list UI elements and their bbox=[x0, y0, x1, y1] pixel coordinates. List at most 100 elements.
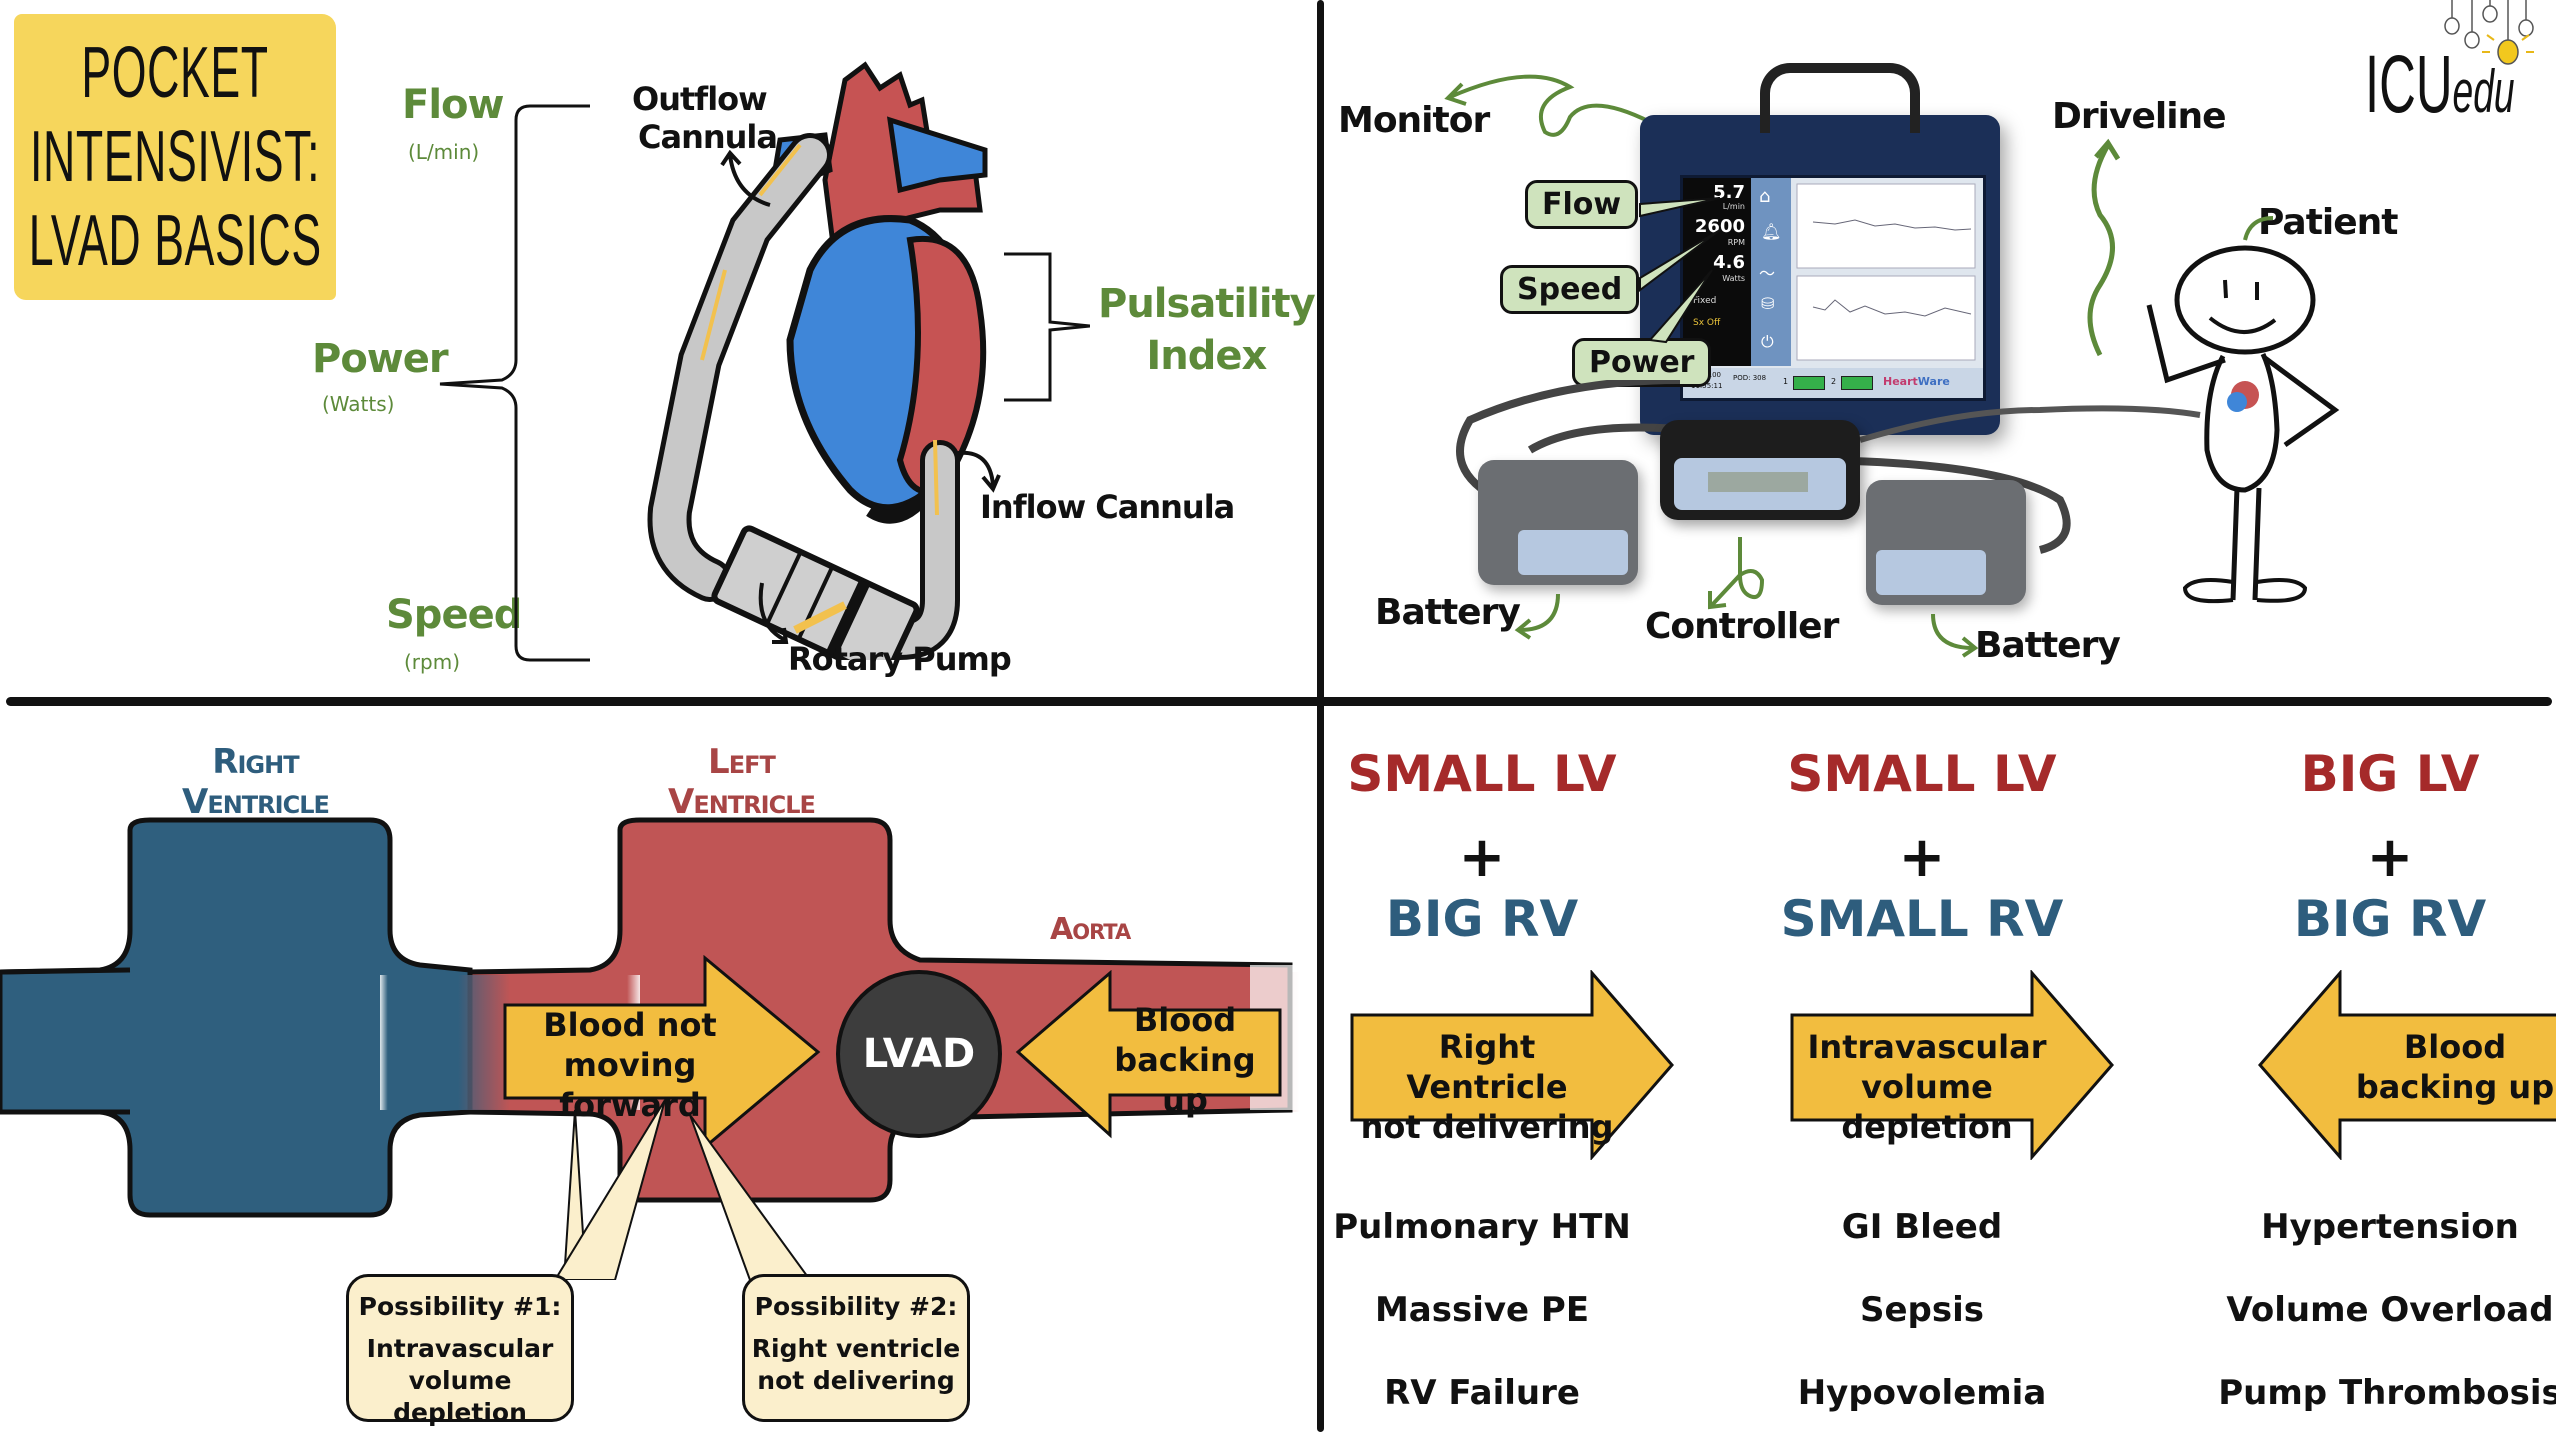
scenario-arrow bbox=[1350, 970, 1674, 1160]
power-trend-chart bbox=[1796, 183, 1976, 269]
scenario-cause-1: Hypertension bbox=[2261, 1207, 2519, 1247]
battery-left-label: Battery bbox=[1375, 592, 1521, 633]
scenario-cause-1: Pulmonary HTN bbox=[1333, 1207, 1631, 1247]
param-power-unit: (Watts) bbox=[322, 392, 395, 416]
pulsatility-index-label: Pulsatility Index bbox=[1098, 278, 1316, 382]
heart-lvad-illustration bbox=[647, 61, 988, 660]
pulmonary-artery bbox=[886, 116, 988, 194]
rotary-pump bbox=[711, 525, 920, 660]
power-button-icon[interactable]: ⏻ bbox=[1761, 332, 1774, 351]
inflow-cannula-label: Inflow Cannula bbox=[980, 488, 1235, 526]
title-line-1: POCKET bbox=[81, 33, 269, 113]
possibility-2-bubble: Possibility #2: Right ventricle not deli… bbox=[742, 1274, 970, 1422]
forward-arrow-line2: moving forward bbox=[559, 1046, 701, 1124]
scenario-plus-sign: + bbox=[1898, 825, 1946, 890]
controller-display bbox=[1674, 458, 1846, 510]
scenario-arrow-text: Intravascular volume depletion bbox=[1797, 1027, 2057, 1147]
icuedu-logo: ICUedu bbox=[2365, 40, 2515, 137]
monitor-label: Monitor bbox=[1338, 100, 1490, 141]
screen-trend-charts bbox=[1796, 183, 1976, 361]
forward-arrow-line1: Blood not bbox=[543, 1006, 717, 1044]
title-banner: POCKET INTENSIVIST: LVAD BASICS bbox=[14, 14, 336, 300]
scenario-plus-sign: + bbox=[2366, 825, 2414, 890]
inflow-cannula bbox=[885, 445, 955, 655]
controller-pointer bbox=[1708, 537, 1765, 610]
trend-graph-icon[interactable]: 〜 bbox=[1759, 264, 1776, 283]
battery-right-label: Battery bbox=[1975, 625, 2121, 666]
alarm-bell-icon[interactable]: 🔔︎ bbox=[1761, 222, 1782, 241]
pulsatility-brace bbox=[1004, 252, 1090, 402]
backward-arrow-line1: Blood bbox=[1133, 1001, 1237, 1039]
outflow-cannula bbox=[652, 138, 827, 597]
scenario-cause-2: Volume Overload bbox=[2226, 1290, 2554, 1330]
speed-readout: 2600 bbox=[1694, 216, 1745, 237]
pump-icon[interactable]: ⛁ bbox=[1761, 294, 1775, 313]
possibility-2-line2: not delivering bbox=[757, 1366, 955, 1395]
left-ventricle-label: Left Ventricle bbox=[668, 742, 816, 822]
possibility-1-line1: Intravascular bbox=[366, 1334, 554, 1363]
scenario-arrow-text: Right Ventricle not delivering bbox=[1357, 1027, 1617, 1147]
speed-callout: Speed bbox=[1500, 265, 1640, 314]
title-line-3: LVAD BASICS bbox=[28, 201, 322, 281]
screen-nav-bar: ⌂ 🔔︎ 〜 ⛁ ⏻ bbox=[1751, 178, 1791, 366]
driveline-label: Driveline bbox=[2052, 96, 2227, 137]
patient-body bbox=[2204, 352, 2280, 493]
scenario-plus-sign: + bbox=[1458, 825, 1506, 890]
scenario-arrow-line2: backing up bbox=[2355, 1068, 2555, 1106]
device-time: 11:55:11 bbox=[1691, 382, 1723, 390]
scenario-arrow bbox=[2258, 970, 2556, 1160]
battery-1-level-icon bbox=[1793, 376, 1825, 390]
outflow-pointer-arrow bbox=[720, 150, 771, 207]
battery-right-device bbox=[1866, 480, 2026, 605]
patient-stick-figure bbox=[2146, 216, 2340, 604]
aorta-label: Aorta bbox=[1050, 912, 1131, 947]
mode-readout: Fixed bbox=[1693, 296, 1717, 306]
scenario-cause-3: Pump Thrombosis bbox=[2218, 1373, 2556, 1413]
backward-arrow-line2: backing up bbox=[1114, 1041, 1256, 1119]
battery-1-number: 1 bbox=[1783, 377, 1789, 386]
flow-readout: 5.7 bbox=[1713, 182, 1745, 203]
battery-right-pointer bbox=[1931, 613, 1979, 658]
flow-trend-chart bbox=[1796, 275, 1976, 361]
rv-label-line2: Ventricle bbox=[182, 782, 330, 822]
heartware-logo: HeartWare bbox=[1883, 375, 1950, 388]
flow-callout: Flow bbox=[1525, 180, 1639, 229]
possibility-1-bubble: Possibility #1: Intravascular volume dep… bbox=[346, 1274, 574, 1427]
possibility-1-title: Possibility #1: bbox=[358, 1292, 562, 1321]
param-flow-label: Flow bbox=[402, 82, 504, 128]
right-ventricle-label: Right Ventricle bbox=[182, 742, 330, 822]
lvad-pump: LVAD bbox=[836, 970, 1002, 1138]
patient-head bbox=[2174, 245, 2316, 355]
brand-heart: Heart bbox=[1883, 375, 1918, 388]
flow-readout-unit: L/min bbox=[1722, 202, 1745, 211]
home-icon[interactable]: ⌂ bbox=[1759, 186, 1771, 207]
outflow-cannula-label: Outflow Cannula bbox=[632, 80, 778, 156]
battery-2-number: 2 bbox=[1831, 377, 1837, 386]
battery-left-label-plate bbox=[1518, 530, 1628, 575]
patient-label: Patient bbox=[2258, 202, 2399, 243]
scenario-cause-2: Sepsis bbox=[1859, 1290, 1984, 1330]
lightbulb-icon bbox=[2444, 0, 2534, 65]
battery-left-pointer bbox=[1514, 593, 1560, 640]
scenario-arrow-line1: Intravascular bbox=[1807, 1028, 2047, 1066]
rotary-pump-label: Rotary Pump bbox=[788, 640, 1012, 678]
controller-lcd bbox=[1708, 472, 1808, 492]
power-trend-line bbox=[1812, 219, 1972, 231]
sx-readout: Sx Off bbox=[1693, 318, 1721, 328]
patient-hip-arm bbox=[2263, 355, 2340, 448]
flow-trend-line bbox=[1812, 299, 1972, 317]
pod-counter: POD: 308 bbox=[1733, 374, 1767, 382]
power-callout: Power bbox=[1572, 338, 1712, 387]
patient-raised-arm bbox=[2146, 304, 2226, 384]
callout-pointers bbox=[1639, 197, 1721, 344]
parameters-brace bbox=[439, 104, 590, 662]
speed-readout-unit: RPM bbox=[1727, 238, 1745, 247]
monitor-screen: 5.7 L/min 2600 RPM 4.6 Watts Fixed Sx Of… bbox=[1680, 175, 1986, 401]
controller-label: Controller bbox=[1645, 606, 1839, 647]
scenario-lv-heading: SMALL LV bbox=[1347, 745, 1617, 803]
battery-right-label-plate bbox=[1876, 550, 1986, 595]
title-line-2: INTENSIVIST: bbox=[29, 117, 321, 197]
driveline-pointer bbox=[2087, 138, 2121, 357]
possibility-1-line2: volume depletion bbox=[393, 1366, 527, 1427]
scenario-lv-heading: SMALL LV bbox=[1787, 745, 2057, 803]
